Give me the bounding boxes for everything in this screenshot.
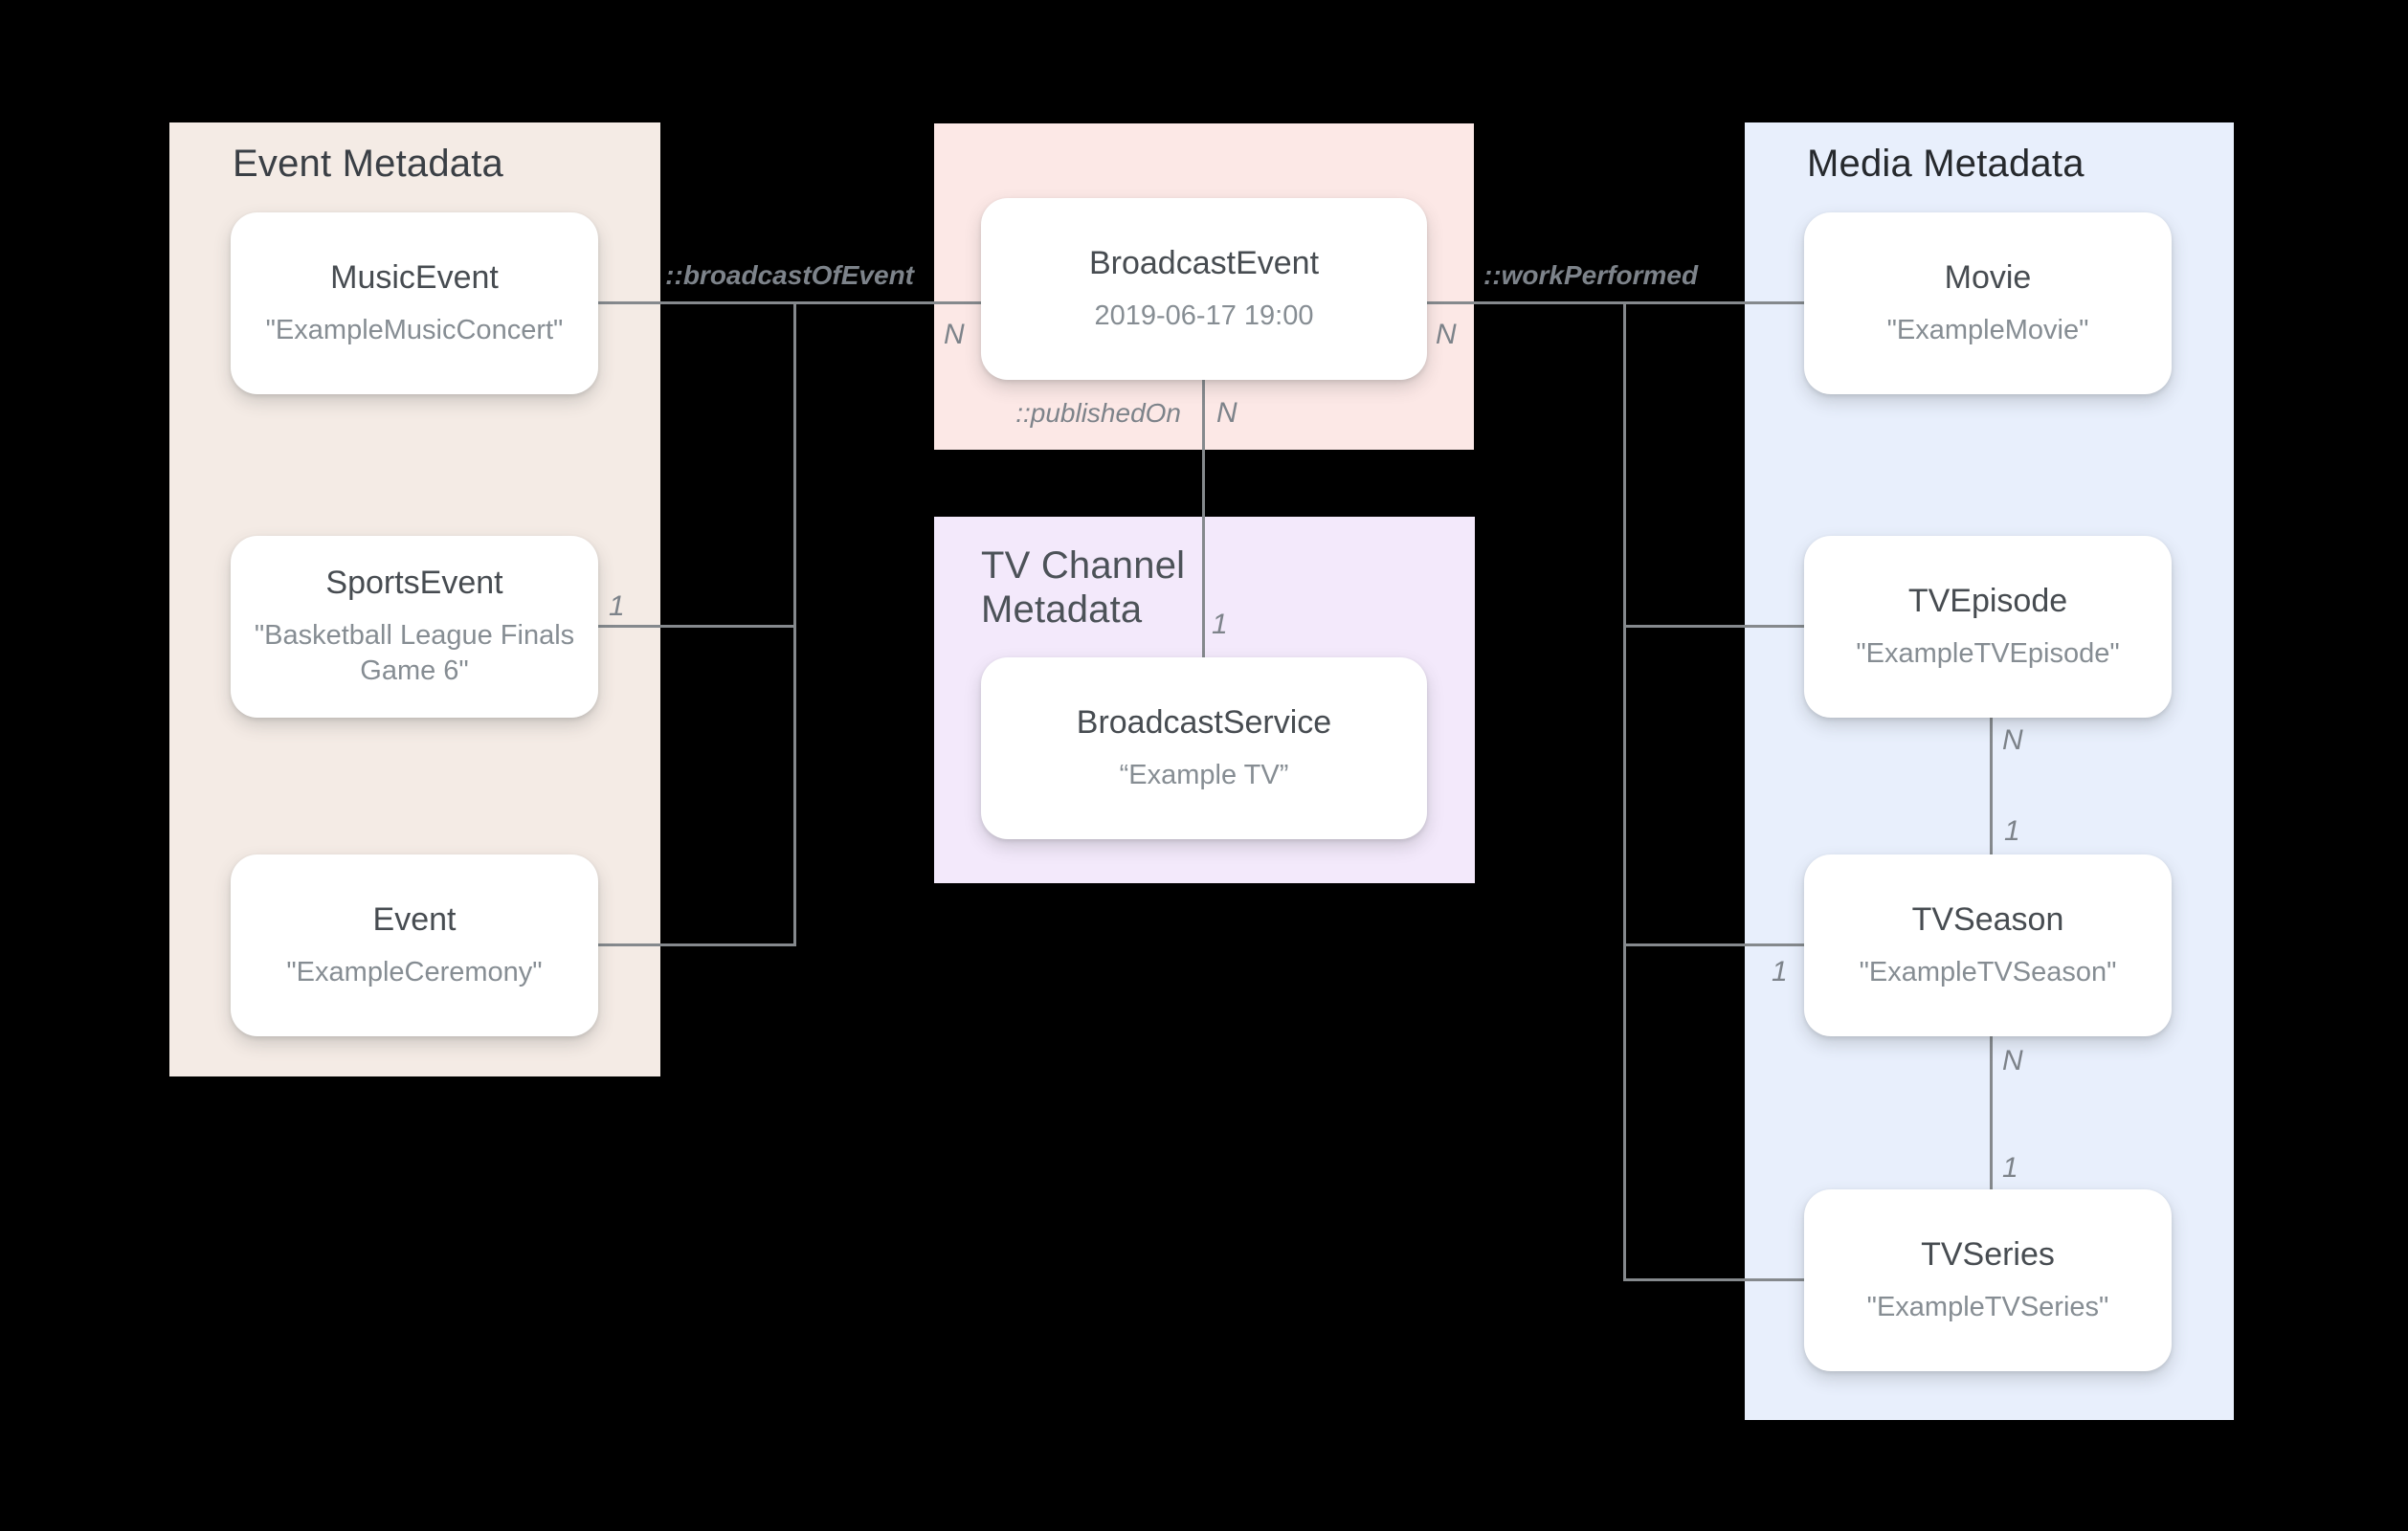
cardinality-episode-season-n: N xyxy=(2002,724,2023,756)
node-title: Movie xyxy=(1944,258,2032,296)
cardinality-sportsevent-1: 1 xyxy=(609,590,625,622)
cardinality-season-series-n: N xyxy=(2002,1045,2023,1076)
panel-title-media-metadata: Media Metadata xyxy=(1807,143,2085,185)
node-subtitle: “Example TV” xyxy=(1119,759,1289,790)
node-subtitle: "ExampleTVEpisode" xyxy=(1856,637,2120,669)
connector-right-trunk-vertical xyxy=(1623,301,1626,1281)
cardinality-broadcastevent-left: N xyxy=(944,319,965,350)
node-title: TVEpisode xyxy=(1907,582,2068,619)
node-title: SportsEvent xyxy=(325,565,503,601)
connector-tvseason-tvseries xyxy=(1990,1036,1993,1189)
cardinality-broadcastevent-right: N xyxy=(1436,319,1457,350)
panel-title-event-metadata: Event Metadata xyxy=(233,143,503,185)
cardinality-episode-season-1: 1 xyxy=(2004,815,2020,847)
connector-trunk-tvseason xyxy=(1624,943,1804,946)
node-subtitle: "ExampleMovie" xyxy=(1886,314,2089,345)
node-sports-event: SportsEvent "Basketball League Finals Ga… xyxy=(231,536,598,718)
node-subtitle: "ExampleTVSeries" xyxy=(1866,1291,2109,1322)
node-title: MusicEvent xyxy=(330,258,499,296)
connector-musicevent-broadcastevent xyxy=(598,301,981,304)
connector-broadcastevent-broadcastservice xyxy=(1202,380,1205,657)
edge-label-work-performed: ::workPerformed xyxy=(1483,260,1699,290)
node-tv-episode: TVEpisode "ExampleTVEpisode" xyxy=(1804,536,2172,718)
node-subtitle: "ExampleMusicConcert" xyxy=(265,314,564,345)
connector-left-junction-vertical xyxy=(793,301,796,946)
node-movie: Movie "ExampleMovie" xyxy=(1804,212,2172,394)
edge-label-published-on: ::publishedOn xyxy=(1015,398,1181,428)
node-broadcast-service: BroadcastService “Example TV” xyxy=(981,657,1427,839)
node-title: Event xyxy=(372,900,457,938)
node-tv-season: TVSeason "ExampleTVSeason" xyxy=(1804,854,2172,1036)
edge-label-broadcast-of-event: ::broadcastOfEvent xyxy=(665,260,914,290)
node-event: Event "ExampleCeremony" xyxy=(231,854,598,1036)
cardinality-tvseason-branch-1: 1 xyxy=(1772,956,1788,987)
cardinality-season-series-1: 1 xyxy=(2002,1152,2018,1184)
node-subtitle: "ExampleTVSeason" xyxy=(1859,956,2117,987)
connector-tvepisode-tvseason xyxy=(1990,718,1993,854)
node-subtitle: "ExampleCeremony" xyxy=(286,956,543,987)
node-title: BroadcastEvent xyxy=(1088,244,1320,281)
node-subtitle: 2019-06-17 19:00 xyxy=(1094,300,1314,331)
connector-sportsevent-junction xyxy=(598,625,796,628)
connector-event-junction xyxy=(596,943,796,946)
node-title: TVSeason xyxy=(1911,900,2064,938)
cardinality-publishedon-n: N xyxy=(1216,397,1237,429)
node-subtitle: "Basketball League Finals Game 6" xyxy=(254,620,575,686)
cardinality-publishedon-1: 1 xyxy=(1212,609,1228,640)
connector-trunk-tvepisode xyxy=(1624,625,1804,628)
node-music-event: MusicEvent "ExampleMusicConcert" xyxy=(231,212,598,394)
connector-broadcastevent-movie xyxy=(1426,301,1805,304)
panel-title-tv-channel-metadata: TV Channel Metadata xyxy=(981,544,1186,631)
node-title: TVSeries xyxy=(1921,1235,2055,1273)
node-broadcast-event: BroadcastEvent 2019-06-17 19:00 xyxy=(981,198,1427,380)
node-tv-series: TVSeries "ExampleTVSeries" xyxy=(1804,1189,2172,1371)
connector-trunk-tvseries xyxy=(1624,1278,1804,1281)
node-title: BroadcastService xyxy=(1076,703,1332,741)
